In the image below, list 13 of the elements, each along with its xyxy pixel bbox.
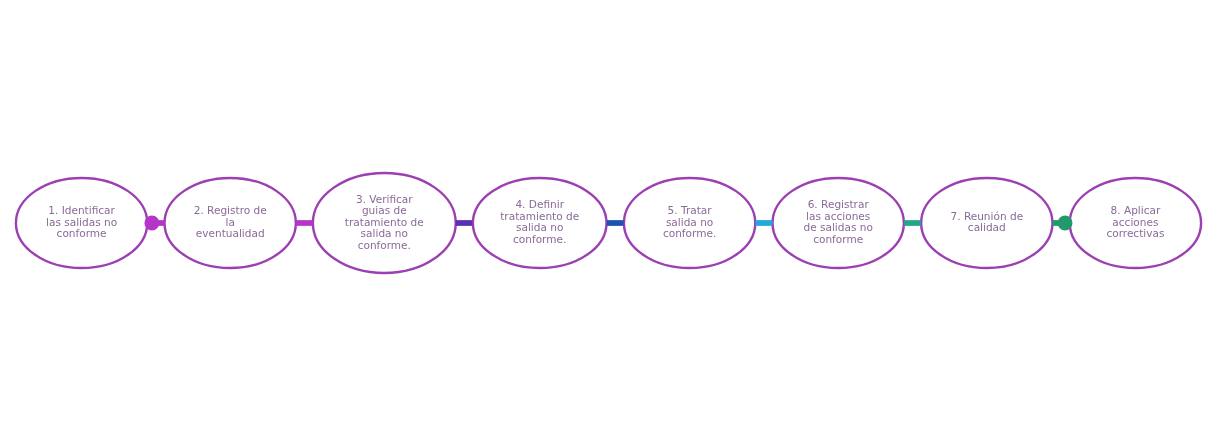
node-ellipse: 6. Registrar las acciones de salidas no conforme — [771, 176, 906, 269]
connector — [455, 219, 473, 226]
node-ellipse: 8. Aplicar acciones correctivas — [1068, 176, 1203, 269]
connector — [755, 219, 773, 226]
connector — [606, 219, 624, 226]
node-ellipse: 5. Tratar salida no conforme. — [622, 176, 757, 269]
node-ellipse: 3. Verificar guias de tratamiento de salida no conforme. — [311, 171, 457, 274]
connector — [903, 219, 922, 226]
connector — [296, 219, 313, 226]
node-ellipse: 7. Reunión de calidad — [919, 176, 1054, 269]
node-ellipse: 4. Definir tratamiento de salida no conforme. — [471, 176, 608, 269]
node-ellipse: 1. Identificar las salidas no conforme — [14, 176, 149, 269]
node-ellipse: 2. Registro de la eventualidad — [163, 176, 298, 269]
